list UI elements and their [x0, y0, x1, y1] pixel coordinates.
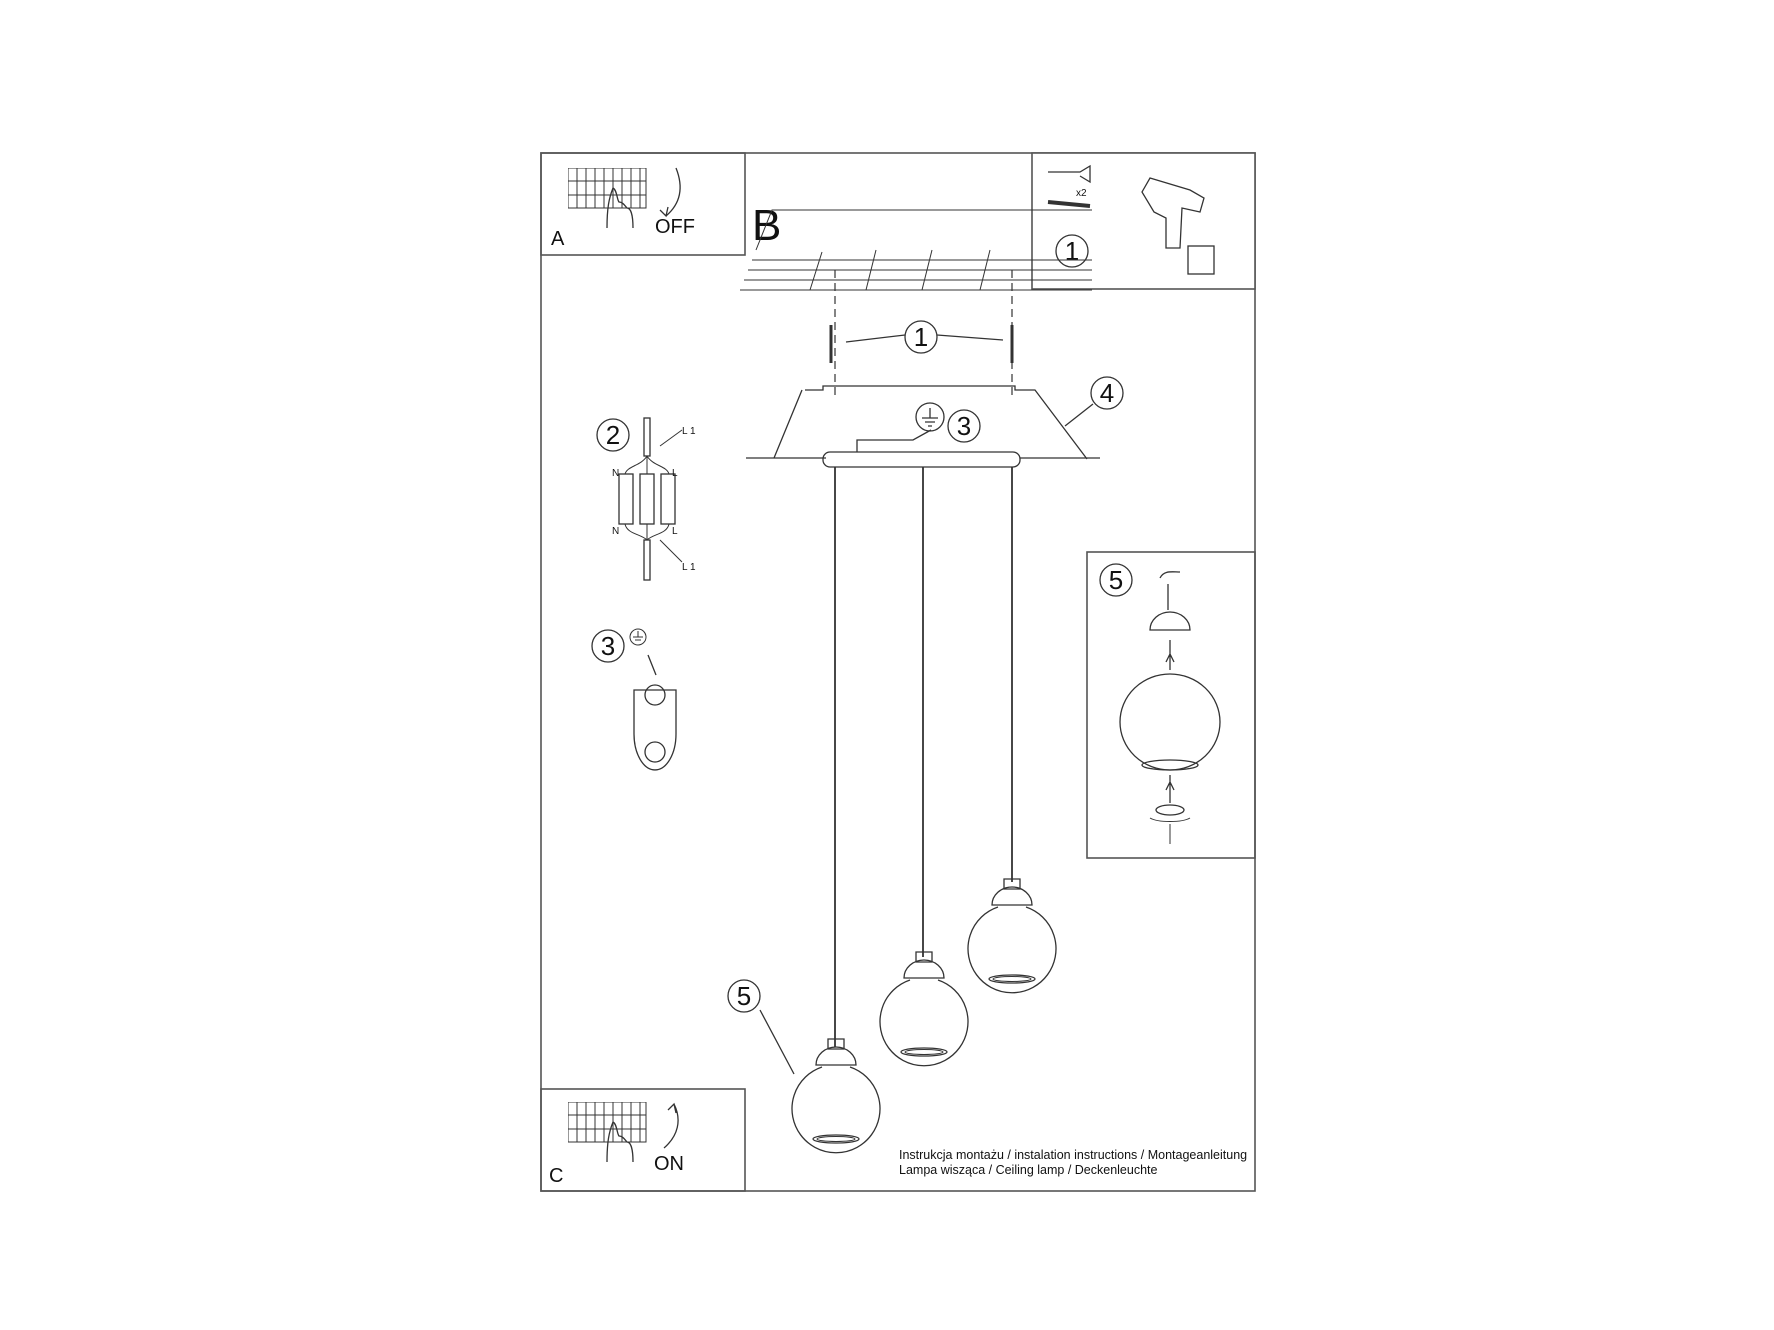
- callout-canopy: 4: [1100, 378, 1114, 408]
- callout-shade-detail: 5: [1109, 565, 1123, 595]
- globe-shade-right: [967, 878, 1057, 994]
- tools-part-number: 1: [1065, 236, 1079, 266]
- mounting-screws: 1: [829, 270, 1014, 400]
- quantity-label: x2: [1076, 188, 1087, 199]
- panel-a-power-off: A OFF: [540, 152, 746, 256]
- wiring-detail: 2 L 1 L 1 N L N L: [596, 417, 696, 581]
- breaker-panel-icon: [568, 168, 647, 229]
- label-l-top: L: [672, 468, 678, 479]
- caption-line-2: Lampa wisząca / Ceiling lamp / Deckenleu…: [899, 1163, 1158, 1177]
- tools-box: x2 1: [1031, 152, 1256, 290]
- ground-symbol-icon: [629, 628, 647, 646]
- ring-nut-icon: [1155, 804, 1185, 816]
- panel-c-power-on: C ON: [540, 1088, 746, 1192]
- globe-shade-left: [791, 1038, 881, 1154]
- arrow-up-icon: [1165, 640, 1175, 670]
- label-n-bottom: N: [612, 526, 619, 537]
- sheet-frame: [540, 152, 1256, 1192]
- panel-c-letter: C: [549, 1165, 563, 1187]
- ground-symbol-icon: [915, 402, 945, 432]
- panel-c-action: ON: [654, 1153, 684, 1175]
- label-l1-bottom: L 1: [682, 562, 696, 573]
- ground-detail: 3: [591, 628, 677, 771]
- pendant-lamps: 5: [727, 467, 1057, 1154]
- globe-shade-middle: [879, 951, 969, 1067]
- panel-a-letter: A: [551, 228, 565, 250]
- arrow-down-icon: [659, 167, 681, 218]
- breaker-panel-icon: [568, 1102, 647, 1163]
- callout-shade-main: 5: [737, 981, 751, 1011]
- label-l1-top: L 1: [682, 426, 696, 437]
- label-l-bottom: L: [672, 526, 678, 537]
- canopy: 3 4: [746, 376, 1124, 468]
- callout-screws: 1: [914, 322, 928, 352]
- arrow-up-icon: [663, 1102, 679, 1149]
- panel-a-action: OFF: [655, 216, 695, 238]
- caption-line-1: Instrukcja montażu / instalation instruc…: [899, 1148, 1247, 1162]
- drill-icon: [1141, 177, 1215, 275]
- wall-plug-icon: [1048, 164, 1091, 184]
- arrow-up-icon: [1165, 775, 1175, 803]
- shade-assembly-detail: 5: [1086, 551, 1256, 859]
- callout-ground-canopy: 3: [957, 411, 971, 441]
- callout-ground-detail: 3: [601, 631, 615, 661]
- panel-b-letter: B: [752, 201, 781, 250]
- ceiling-icon: [740, 209, 1092, 291]
- callout-wiring: 2: [606, 420, 620, 450]
- label-n-top: N: [612, 468, 619, 479]
- screw-icon: [1047, 200, 1091, 208]
